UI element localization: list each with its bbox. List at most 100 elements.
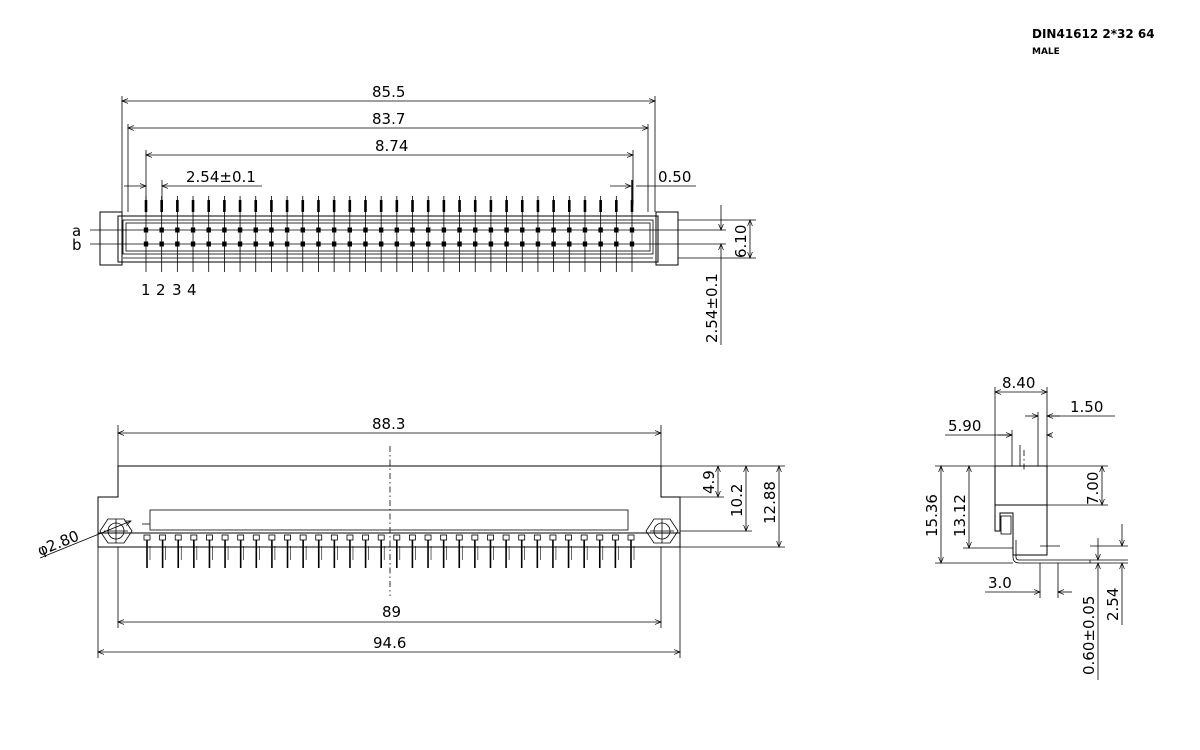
top-pin-column [331,196,337,272]
side-upper-body [994,465,1048,506]
dim-side-depth-label: 8.40 [1002,374,1035,392]
dim-side-bend-offset-label: 2.54 [1104,588,1122,621]
front-pin [627,534,635,568]
top-pin-column [598,196,603,272]
top-pin-column [441,196,447,272]
dim-side-body-height-label: 13.12 [951,494,969,537]
front-pin-row [143,534,635,568]
top-pin-column [159,196,164,272]
row-label-a: a [72,222,81,240]
top-pin-column [222,196,227,272]
front-pin [252,534,260,568]
dim-row-height-label: 6.10 [732,225,750,258]
top-pin-column [473,196,478,272]
top-pin-column [504,196,509,272]
pin-number-4: 4 [187,281,197,299]
front-pin [206,534,213,568]
front-pin [487,534,494,568]
front-pin [424,534,432,568]
right-flange [655,211,679,266]
dim-edge-offset-label: 0.50 [658,168,691,186]
top-pin-column [488,196,494,272]
front-pin [565,534,572,568]
top-pin-column [378,196,384,272]
side-pin [1012,540,1091,564]
right-mounting-hole [645,518,679,544]
dim-hole-diameter-label: φ2.80 [35,527,82,560]
top-pin-column [253,196,258,272]
front-pin [362,534,369,568]
top-pin-column [347,196,353,272]
top-body-inner [122,219,654,255]
part-title: DIN41612 2*32 64 [1032,27,1155,41]
dim-pin-span-label: 8.74 [375,137,408,155]
front-pin [143,534,151,568]
dim-height-a-label: 4.9 [700,470,718,494]
dim-side-upper-height-label: 7.00 [1084,472,1102,505]
front-pin [330,534,338,568]
front-pin [237,534,245,568]
dim-side-body-depth-label: 5.90 [948,417,981,435]
front-pin [377,534,385,568]
front-pin [393,534,401,568]
dim-side-pin-thickness-label: 0.60±0.05 [1080,596,1098,675]
dim-height-c-label: 12.88 [761,481,779,524]
top-pin-column [190,196,196,272]
top-pin-column [363,196,368,272]
side-latch [1000,515,1012,535]
top-pin-column [316,196,321,272]
top-pin-column [520,196,525,272]
dim-height-b-label: 10.2 [728,484,746,517]
front-pin [502,534,510,568]
top-pin-column [582,196,588,272]
top-pin-column [457,196,462,272]
front-pin [518,534,526,568]
dim-overall-width-label: 85.5 [372,83,405,101]
dim-flange-width-label: 94.6 [373,634,406,652]
front-pin [533,534,541,568]
front-pin [346,534,354,568]
pin-number-2: 2 [156,281,166,299]
front-pin [159,534,167,568]
front-pin [174,534,182,568]
top-body [117,215,659,263]
front-pin [440,534,448,568]
top-pin-column [425,196,431,272]
front-pin [221,534,229,568]
front-slot [149,509,629,531]
dim-housing-width-label: 88.3 [372,415,405,433]
top-pin-column [237,196,243,272]
front-pin [315,534,323,568]
top-pin-column [300,196,305,272]
front-view: 88.3 89 94.6 φ2.80 4.9 10.2 12.88 [35,415,785,658]
dim-row-pitch-label: 2.54±0.1 [703,273,721,343]
front-pin [611,534,619,568]
dim-side-foot-label: 3.0 [988,574,1012,592]
top-pin-column [394,196,400,272]
part-variant: MALE [1032,47,1060,57]
row-label-b: b [72,236,82,254]
top-view: a b 1 2 3 4 85.5 83.7 8.74 2.54±0.1 0.50 [72,83,756,345]
dim-pin-field-label: 89 [382,603,401,621]
front-pin [549,534,557,568]
top-pin-column [535,196,541,272]
top-pin-column [567,196,572,272]
left-flange [99,211,123,266]
pin-number-1: 1 [141,281,151,299]
top-pin-column [175,196,180,272]
front-pin [190,534,198,568]
front-housing [97,465,681,548]
top-pin-grid [143,196,635,272]
top-pin-column [614,196,619,272]
dim-side-total-height-label: 15.36 [923,494,941,537]
top-pin-channel [125,222,651,252]
front-pin [268,534,276,568]
side-view: 8.40 1.50 5.90 15.36 13.12 7.00 3.0 [923,374,1128,680]
front-pin [580,534,588,568]
top-pin-column [410,196,415,272]
top-pin-column [284,196,290,272]
top-pin-column [551,196,556,272]
top-pin-column [206,196,211,272]
front-pin [455,534,463,568]
